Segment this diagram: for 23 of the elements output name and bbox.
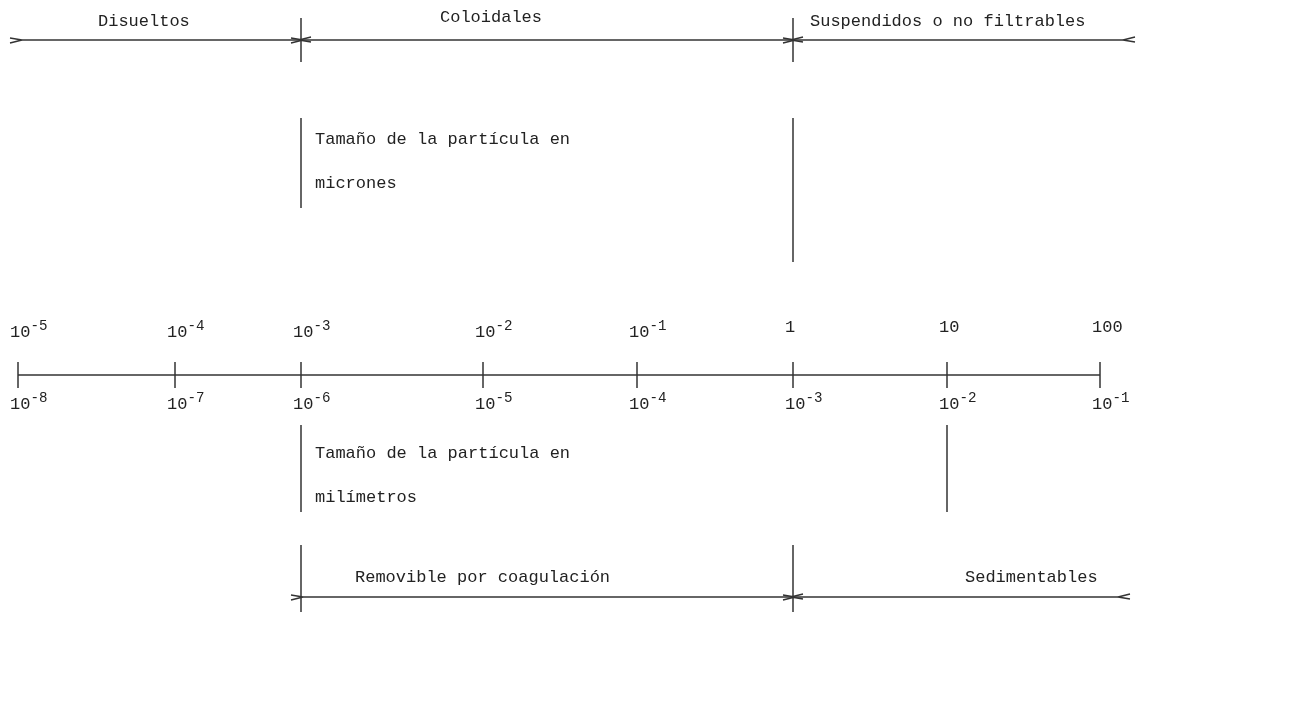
tick-label: 10$^{-7}$	[167, 390, 205, 416]
axis-title: Tamaño de la partícula en micrones	[315, 129, 572, 196]
tick-label: 10$^{-8}$	[10, 390, 48, 416]
tick-label: 10$^{-1}$	[1092, 390, 1130, 416]
tick-label: 10$^{-5}$	[10, 318, 48, 344]
tick-label: 10$^{-4}$	[629, 390, 667, 416]
tick-label: 10	[939, 318, 960, 339]
tick-label: 100	[1092, 318, 1123, 339]
tick-label: 10$^{-5}$	[475, 390, 513, 416]
tick-label: 1	[785, 318, 796, 339]
tick-label: 10$^{-1}$	[629, 318, 667, 344]
tick-label: 10$^{-2}$	[939, 390, 977, 416]
category-label: Disueltos	[98, 12, 190, 33]
axis-title: Tamaño de la partícula en milímetros	[315, 443, 572, 510]
tick-label: 10$^{-2}$	[475, 318, 513, 344]
category-label: Coloidales	[440, 8, 543, 29]
tick-label: 10$^{-3}$	[785, 390, 823, 416]
range-label: Removible por coagulación	[355, 568, 611, 589]
category-label: Suspendidos o no filtrables	[810, 12, 1086, 33]
range-label: Sedimentables	[965, 568, 1098, 589]
tick-label: 10$^{-6}$	[293, 390, 331, 416]
tick-label: 10$^{-3}$	[293, 318, 331, 344]
tick-label: 10$^{-4}$	[167, 318, 205, 344]
